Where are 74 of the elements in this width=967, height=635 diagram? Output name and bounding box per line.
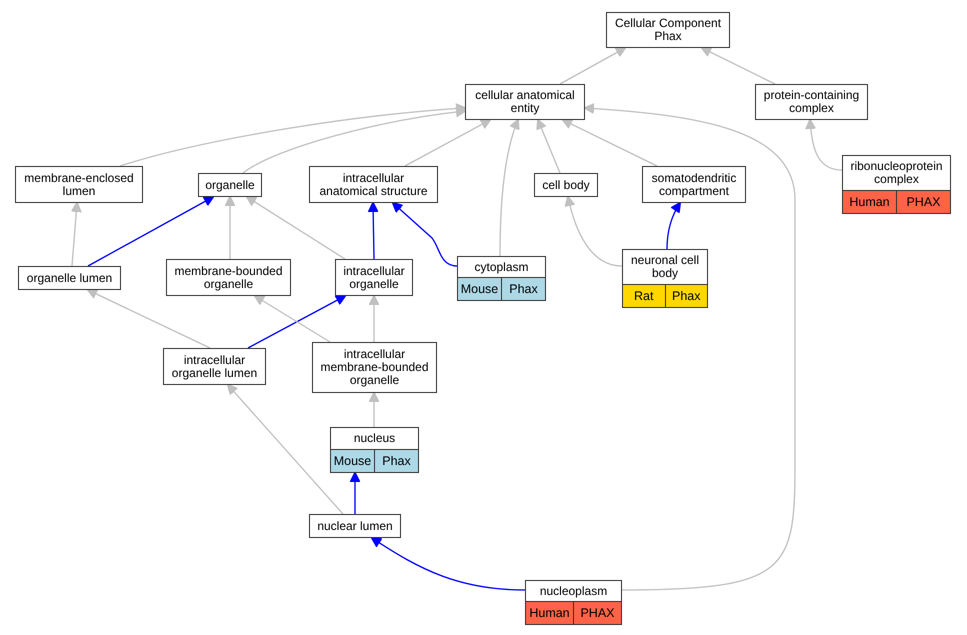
arrow xyxy=(242,106,466,174)
arrow xyxy=(350,472,360,514)
arrow xyxy=(404,119,492,167)
term-box xyxy=(642,166,746,203)
arrow xyxy=(392,202,458,267)
term-label: membrane-enclosed lumen xyxy=(23,172,135,198)
term-label: somatodendritic compartment xyxy=(650,172,738,198)
term-label: cellular anatomical entity xyxy=(474,89,576,115)
term-box xyxy=(18,266,121,290)
arrow xyxy=(224,196,236,259)
term-box xyxy=(309,514,401,538)
term-box xyxy=(465,84,585,120)
arrow xyxy=(666,202,682,250)
term-box xyxy=(330,427,419,473)
term-label: intracellular anatomical structure xyxy=(318,172,429,198)
term-box xyxy=(457,256,546,301)
term-label: cytoplasm xyxy=(474,260,529,274)
annotation-cell: Mouse xyxy=(458,278,501,300)
term-box xyxy=(606,12,730,48)
arrow xyxy=(368,202,379,260)
term-label: organelle lumen xyxy=(26,272,112,284)
term-box xyxy=(622,249,708,308)
annotation-cell: Phax xyxy=(501,278,545,300)
annotation-cell: PHAX xyxy=(896,191,950,213)
term-label: ribonucleoprotein complex xyxy=(849,160,944,186)
term-box xyxy=(163,348,266,385)
term-box xyxy=(15,166,143,203)
term-label: intracellular organelle lumen xyxy=(170,354,258,380)
term-box xyxy=(525,580,622,625)
arrow xyxy=(536,118,561,174)
arrow xyxy=(370,536,526,591)
arrow xyxy=(246,196,346,260)
arrow xyxy=(368,392,380,427)
arrow xyxy=(368,294,380,342)
arrow xyxy=(562,118,658,167)
arrow xyxy=(805,118,842,171)
term-label: Cellular Component Phax xyxy=(614,17,722,43)
annotation-cell: Human xyxy=(843,191,896,213)
term-label: cell body xyxy=(542,178,590,192)
arrow xyxy=(254,294,330,343)
term-label: protein-containing complex xyxy=(762,89,860,115)
term-box xyxy=(534,173,598,197)
arrow xyxy=(560,47,626,85)
annotation-cell: Mouse xyxy=(331,450,374,472)
arrow xyxy=(499,118,520,256)
term-box xyxy=(335,259,413,296)
annotation-cell: Phax xyxy=(664,285,707,307)
term-box xyxy=(166,259,291,296)
annotation-cell: Human xyxy=(526,602,573,624)
term-label: nucleoplasm xyxy=(540,584,608,598)
term-box xyxy=(198,173,262,197)
arrow xyxy=(584,103,796,591)
arrow xyxy=(88,196,214,267)
arrow xyxy=(226,384,344,514)
term-label: organelle xyxy=(205,178,255,192)
term-label: nucleus xyxy=(354,432,396,445)
term-box xyxy=(842,155,951,214)
arrow xyxy=(70,202,82,266)
term-label: neuronal cell body xyxy=(630,254,700,280)
arrow xyxy=(564,196,622,267)
arrow xyxy=(120,103,466,167)
annotation-cell: PHAX xyxy=(573,602,621,624)
term-box xyxy=(755,84,868,120)
term-label: membrane-bounded organelle xyxy=(173,264,284,290)
arrow xyxy=(248,295,346,349)
term-label: nuclear lumen xyxy=(317,520,393,532)
arrow xyxy=(86,288,210,349)
term-box xyxy=(312,342,437,393)
annotation-cell: Phax xyxy=(374,450,418,472)
term-box xyxy=(309,166,438,203)
annotation-cell: Rat xyxy=(623,285,664,307)
term-label: intracellular organelle xyxy=(342,264,406,290)
arrow xyxy=(700,47,776,85)
term-label: intracellular membrane-bounded organelle xyxy=(319,348,430,387)
